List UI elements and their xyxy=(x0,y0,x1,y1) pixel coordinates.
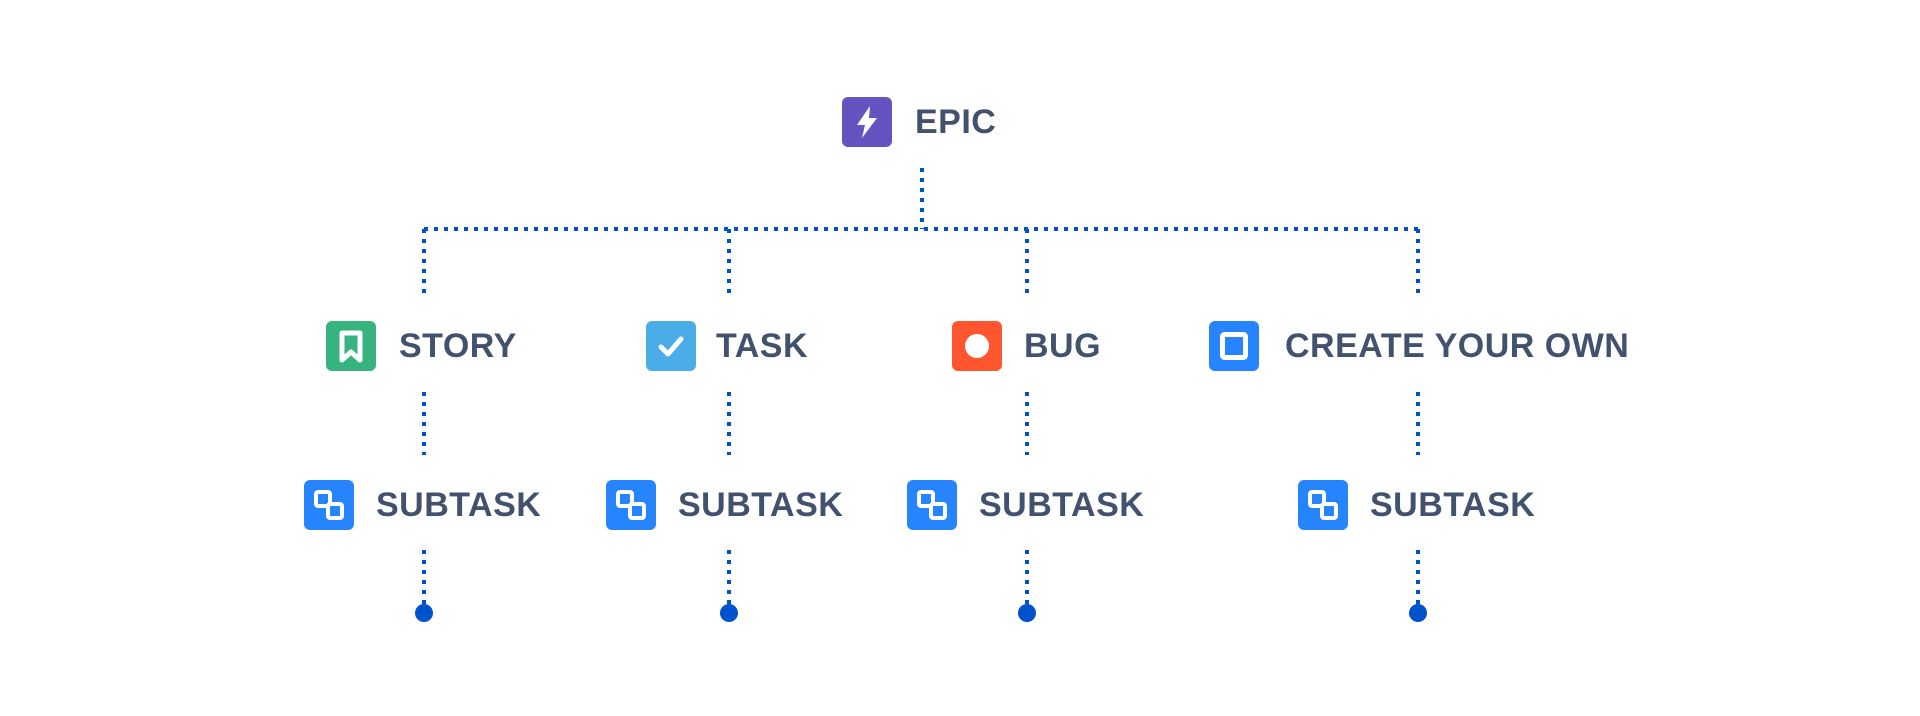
subtask-label: SUBTASK xyxy=(678,486,844,524)
task-label: TASK xyxy=(716,327,809,365)
subtask-node: SUBTASK xyxy=(1298,480,1535,530)
subtask-icon xyxy=(304,480,354,530)
bug-node: BUG xyxy=(952,321,1101,371)
subtask-node: SUBTASK xyxy=(907,480,1144,530)
story-label: STORY xyxy=(399,327,517,365)
endpoint-dot xyxy=(1018,604,1036,622)
epic-node: EPIC xyxy=(842,97,996,147)
endpoint-dot xyxy=(1409,604,1427,622)
epic-label: EPIC xyxy=(915,103,997,141)
square-outline-icon xyxy=(1209,321,1259,371)
bug-label: BUG xyxy=(1024,327,1102,365)
subtask-icon xyxy=(606,480,656,530)
endpoint-dot xyxy=(415,604,433,622)
create-your-own-node: CREATE YOUR OWN xyxy=(1209,321,1629,371)
checkmark-icon xyxy=(646,321,696,371)
subtask-label: SUBTASK xyxy=(979,486,1145,524)
task-node: TASK xyxy=(646,321,808,371)
subtask-icon xyxy=(907,480,957,530)
bookmark-icon xyxy=(326,321,376,371)
lightning-bolt-icon xyxy=(842,97,892,147)
endpoint-dot xyxy=(720,604,738,622)
subtask-label: SUBTASK xyxy=(1370,486,1536,524)
subtask-icon xyxy=(1298,480,1348,530)
subtask-node: SUBTASK xyxy=(304,480,541,530)
subtask-label: SUBTASK xyxy=(376,486,542,524)
subtask-node: SUBTASK xyxy=(606,480,843,530)
circle-dot-icon xyxy=(952,321,1002,371)
story-node: STORY xyxy=(326,321,517,371)
create-your-own-label: CREATE YOUR OWN xyxy=(1285,327,1630,365)
